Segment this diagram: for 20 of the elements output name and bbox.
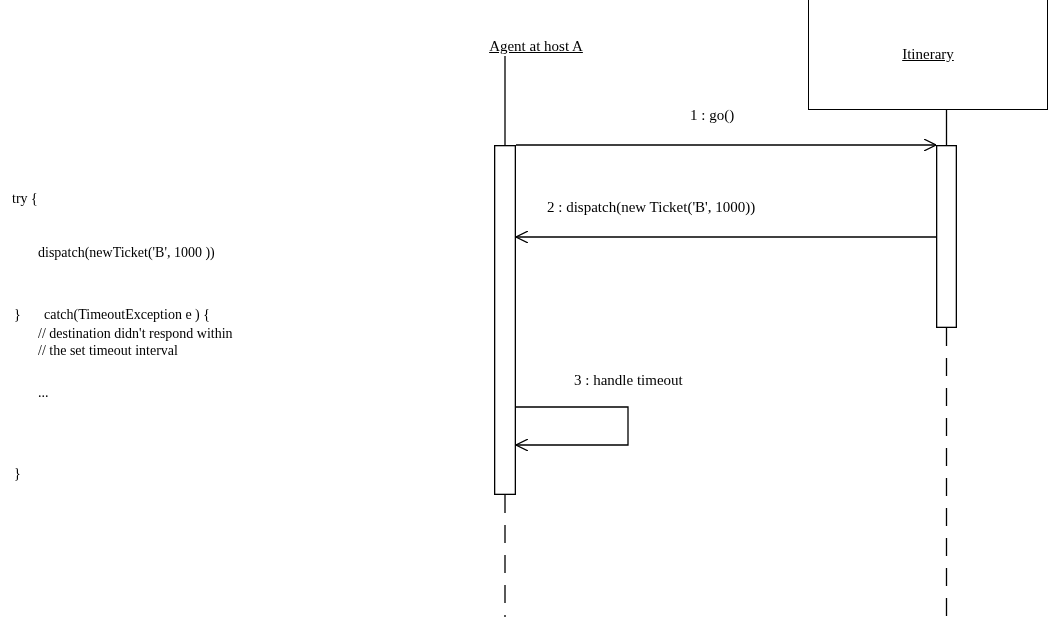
lifeline-name: Agent at host A — [489, 36, 583, 56]
lifeline-header — [808, 0, 1048, 110]
message-arrow — [515, 230, 937, 244]
lifeline — [504, 55, 506, 146]
lifeline — [504, 494, 506, 617]
code-line: // the set timeout interval — [38, 342, 178, 359]
code-line: } — [14, 465, 21, 482]
self-message-arrow — [515, 406, 629, 452]
activation-bar — [494, 145, 516, 495]
lifeline-name: Itinerary — [902, 44, 954, 64]
code-line: } — [14, 306, 21, 323]
code-line: catch(TimeoutException e ) { — [44, 306, 210, 323]
lifeline — [945, 109, 948, 146]
activation-bar — [936, 145, 957, 328]
lifeline — [945, 327, 948, 617]
code-line: dispatch(newTicket('B', 1000 )) — [38, 244, 215, 261]
code-line: ... — [38, 384, 49, 401]
code-line: try { — [12, 190, 38, 207]
code-line: // destination didn't respond within — [38, 325, 233, 342]
message-arrow — [515, 138, 937, 152]
